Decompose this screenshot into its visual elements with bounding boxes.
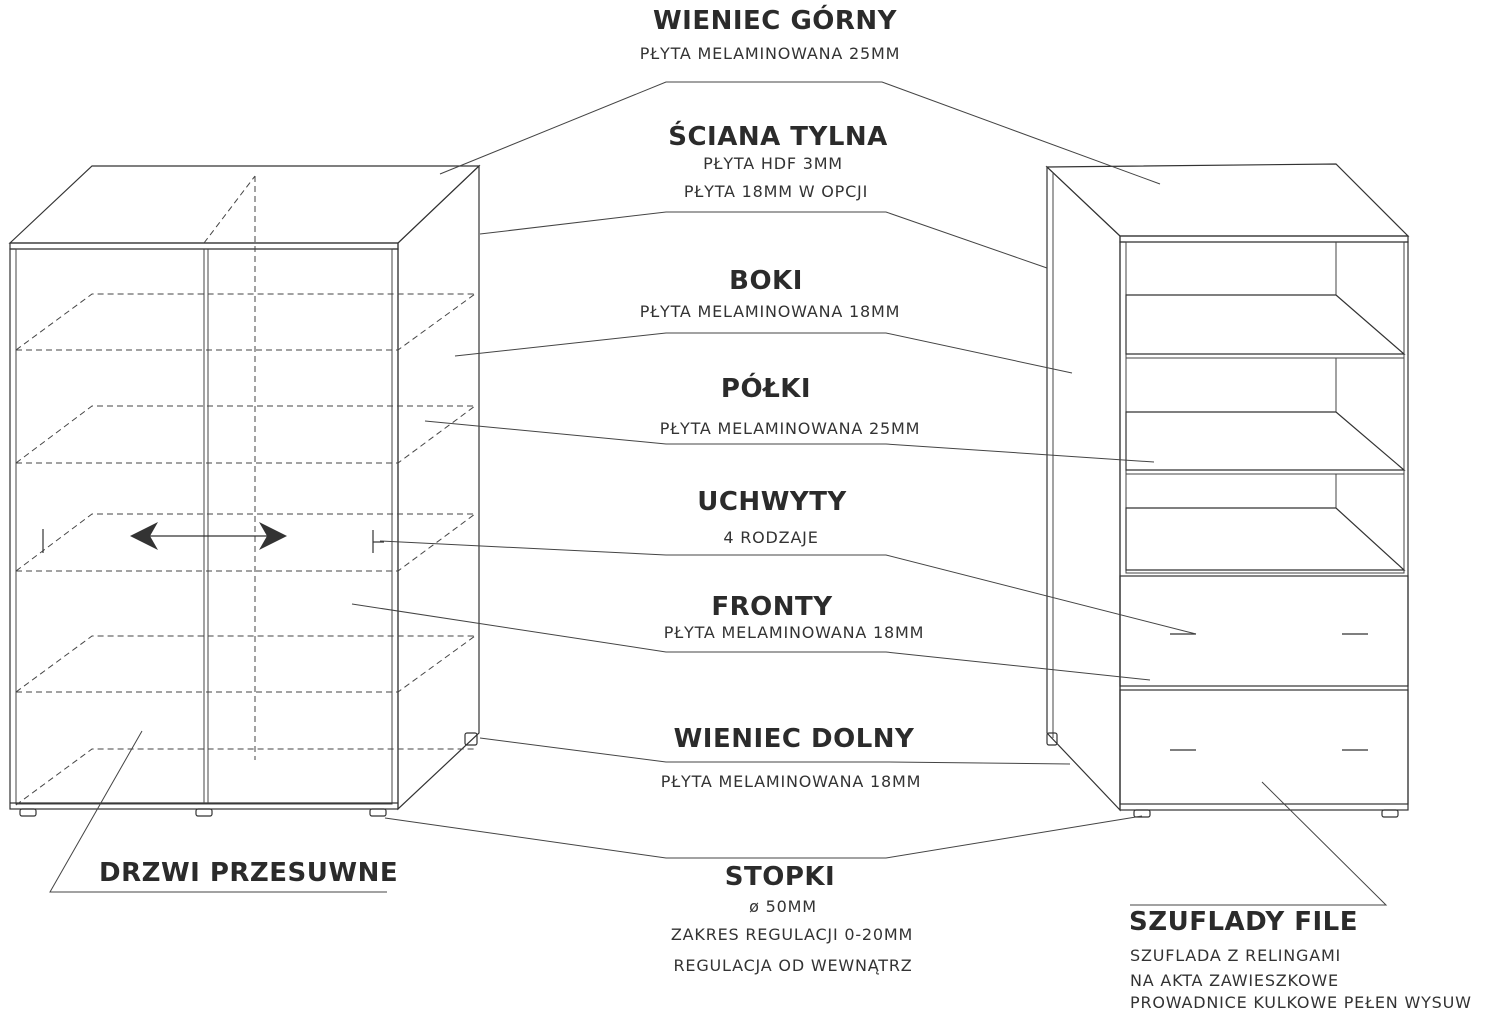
leader-lines [49, 81, 1388, 906]
left-cabinet [8, 164, 481, 817]
label-stopki-sub2: ZAKRES REGULACJI 0-20MM [670, 925, 914, 944]
label-polki-sub: PŁYTA MELAMINOWANA 25MM [659, 419, 921, 438]
label-fronty-sub: PŁYTA MELAMINOWANA 18MM [663, 623, 925, 642]
label-wieniec-gorny-sub: PŁYTA MELAMINOWANA 25MM [639, 44, 901, 63]
label-sciana-tylna-sub2: PŁYTA 18MM W OPCJI [683, 182, 869, 201]
label-drzwi-przesuwne: DRZWI PRZESUWNE [99, 858, 399, 888]
label-sciana-tylna-title: ŚCIANA TYLNA [668, 122, 888, 152]
label-uchwyty-title: UCHWYTY [697, 487, 847, 517]
label-boki-title: BOKI [729, 266, 803, 296]
label-fronty-title: FRONTY [711, 592, 833, 622]
label-szuflady-sub2: NA AKTA ZAWIESZKOWE [1130, 971, 1339, 990]
label-wieniec-dolny-sub: PŁYTA MELAMINOWANA 18MM [660, 772, 922, 791]
label-szuflady-title: SZUFLADY FILE [1129, 907, 1358, 937]
label-wieniec-gorny-title: WIENIEC GÓRNY [653, 6, 897, 36]
label-stopki-title: STOPKI [724, 862, 836, 892]
label-uchwyty-sub: 4 RODZAJE [723, 528, 819, 547]
label-szuflady-sub3: PROWADNICE KULKOWE PEŁEN WYSUW [1130, 993, 1472, 1012]
label-szuflady-sub1: SZUFLADA Z RELINGAMI [1130, 946, 1342, 965]
label-stopki-sub3: REGULACJA OD WEWNĄTRZ [673, 956, 913, 975]
label-sciana-tylna-sub1: PŁYTA HDF 3MM [703, 154, 843, 173]
label-boki-sub: PŁYTA MELAMINOWANA 18MM [639, 302, 901, 321]
label-wieniec-dolny-title: WIENIEC DOLNY [673, 724, 915, 754]
right-cabinet [1045, 163, 1410, 818]
label-polki-title: PÓŁKI [720, 374, 812, 404]
label-stopki-sub1: ø 50MM [749, 897, 817, 916]
